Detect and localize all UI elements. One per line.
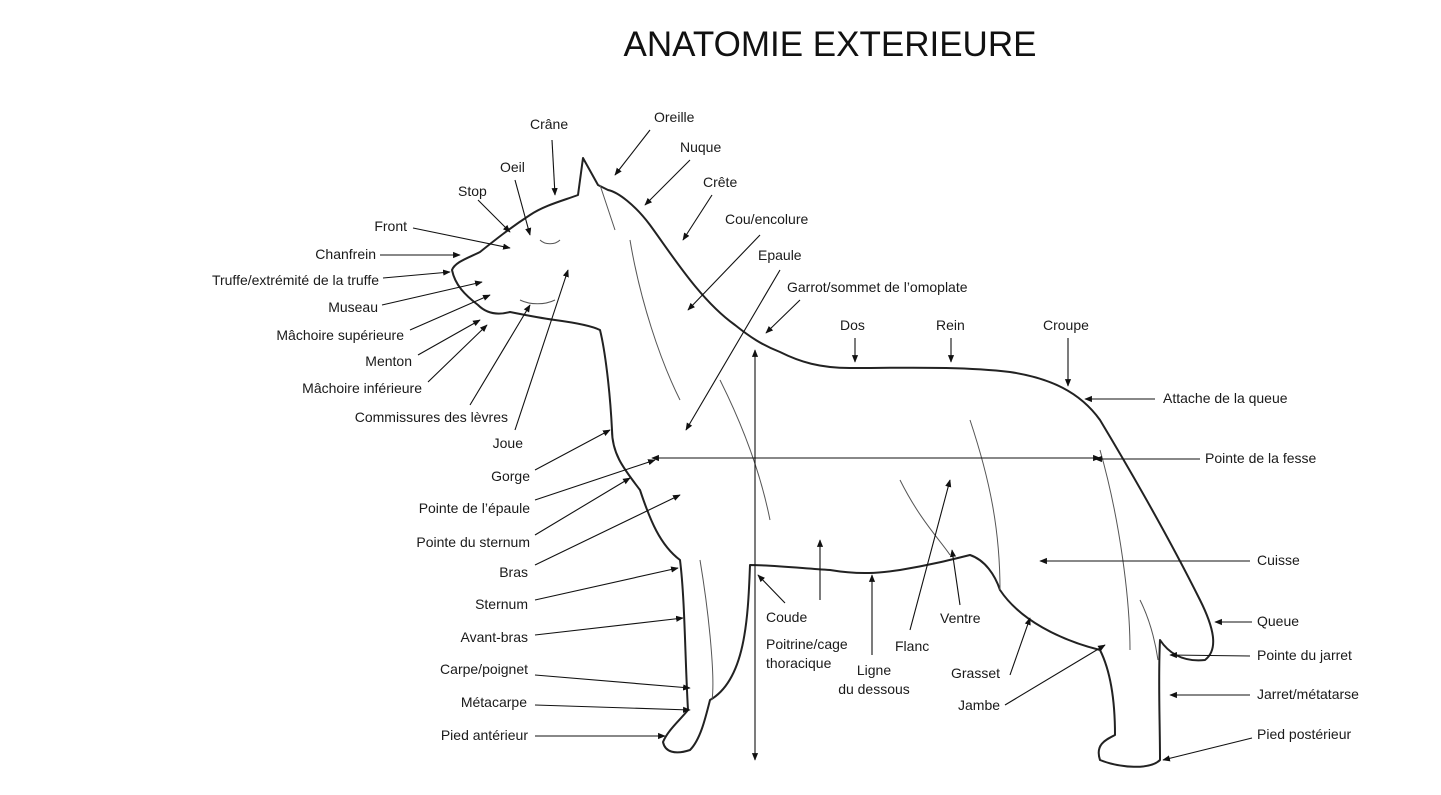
diagram-title: ANATOMIE EXTERIEURE bbox=[624, 25, 1037, 64]
label-front: Front bbox=[374, 218, 407, 234]
label-pied-posterieur: Pied postérieur bbox=[1257, 726, 1352, 742]
pointer-arrows bbox=[380, 129, 1253, 762]
label-machoire-superieure: Mâchoire supérieure bbox=[276, 327, 404, 343]
label-crete: Crête bbox=[703, 174, 737, 190]
label-coude: Coude bbox=[766, 609, 807, 625]
label-bras: Bras bbox=[499, 564, 528, 580]
label-oreille: Oreille bbox=[654, 109, 695, 125]
label-pointe-epaule: Pointe de l’épaule bbox=[419, 500, 531, 516]
label-carpe-poignet: Carpe/poignet bbox=[440, 661, 528, 677]
label-stop: Stop bbox=[458, 183, 487, 199]
label-oeil: Oeil bbox=[500, 159, 525, 175]
anatomy-labels: Crâne Oreille Oeil Nuque Stop Crête Fron… bbox=[212, 109, 1359, 743]
label-jambe: Jambe bbox=[958, 697, 1000, 713]
label-poitrine-line2: thoracique bbox=[766, 655, 832, 671]
label-dos: Dos bbox=[840, 317, 865, 333]
label-joue: Joue bbox=[493, 435, 524, 451]
label-pointe-jarret: Pointe du jarret bbox=[1257, 647, 1352, 663]
label-gorge: Gorge bbox=[491, 468, 530, 484]
label-grasset: Grasset bbox=[951, 665, 1000, 681]
dog-illustration bbox=[451, 157, 1215, 768]
label-ligne-line2: du dessous bbox=[838, 681, 910, 697]
label-flanc: Flanc bbox=[895, 638, 929, 654]
label-nuque: Nuque bbox=[680, 139, 721, 155]
label-truffe: Truffe/extrémité de la truffe bbox=[212, 272, 379, 288]
label-pointe-sternum: Pointe du sternum bbox=[416, 534, 530, 550]
label-attache-queue: Attache de la queue bbox=[1163, 390, 1288, 406]
label-epaule: Epaule bbox=[758, 247, 802, 263]
label-poitrine-line1: Poitrine/cage bbox=[766, 636, 848, 652]
label-jarret-metatarse: Jarret/métatarse bbox=[1257, 686, 1359, 702]
label-avant-bras: Avant-bras bbox=[461, 629, 528, 645]
label-metacarpe: Métacarpe bbox=[461, 694, 527, 710]
label-queue: Queue bbox=[1257, 613, 1299, 629]
label-cuisse: Cuisse bbox=[1257, 552, 1300, 568]
label-museau: Museau bbox=[328, 299, 378, 315]
label-chanfrein: Chanfrein bbox=[315, 246, 376, 262]
label-menton: Menton bbox=[365, 353, 412, 369]
label-garrot: Garrot/sommet de l’omoplate bbox=[787, 279, 968, 295]
label-commissures: Commissures des lèvres bbox=[355, 409, 508, 425]
label-sternum: Sternum bbox=[475, 596, 528, 612]
label-rein: Rein bbox=[936, 317, 965, 333]
label-ligne-line1: Ligne bbox=[857, 662, 891, 678]
label-croupe: Croupe bbox=[1043, 317, 1089, 333]
label-pointe-fesse: Pointe de la fesse bbox=[1205, 450, 1317, 466]
label-machoire-inferieure: Mâchoire inférieure bbox=[302, 380, 422, 396]
label-crane: Crâne bbox=[530, 116, 568, 132]
label-pied-anterieur: Pied antérieur bbox=[441, 727, 529, 743]
label-cou-encolure: Cou/encolure bbox=[725, 211, 808, 227]
label-ventre: Ventre bbox=[940, 610, 981, 626]
